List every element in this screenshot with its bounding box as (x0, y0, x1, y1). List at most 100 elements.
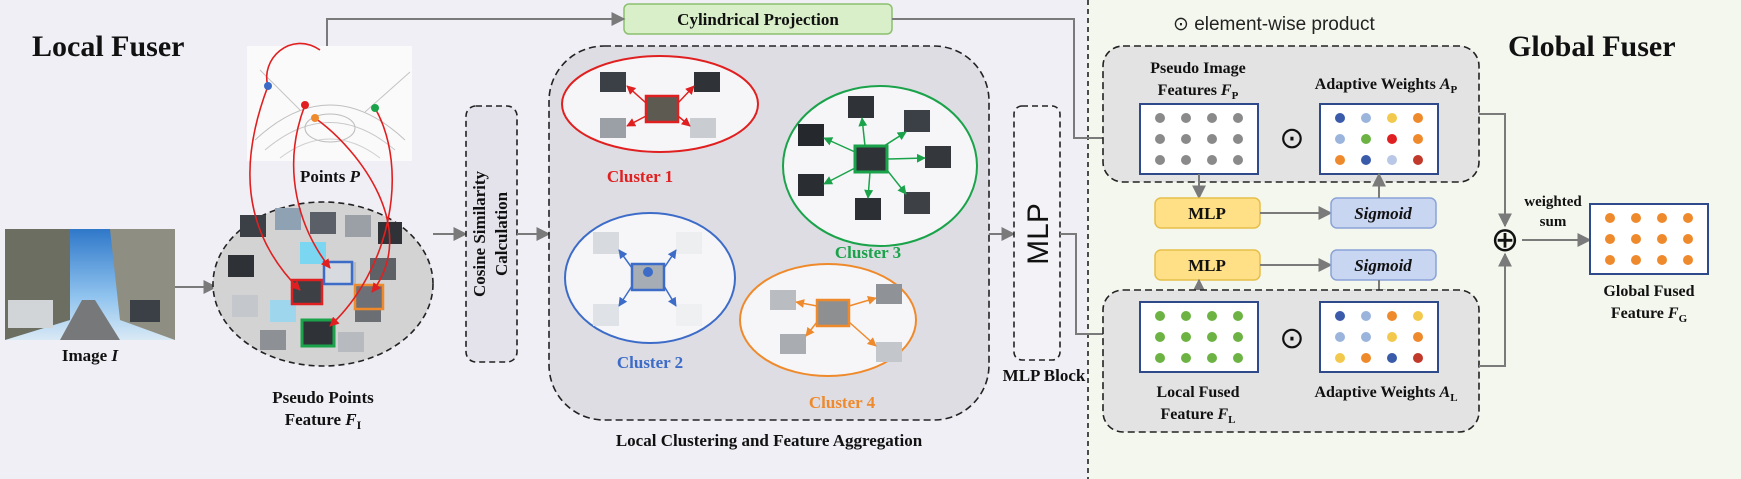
local-clustering-caption: Local Clustering and Feature Aggregation (616, 431, 923, 450)
odot-bottom-symbol: ⊙ (1279, 322, 1304, 355)
feature-dot (1387, 353, 1397, 363)
cluster-2-label: Cluster 2 (617, 353, 683, 372)
sigmoid-top-box (1330, 197, 1437, 229)
feature-dot (1361, 134, 1371, 144)
feature-dot (1155, 113, 1165, 123)
pseudo-image-features-line2: Features FP (1158, 82, 1239, 102)
feature-dot (1233, 353, 1243, 363)
pseudo-points-label-line1: Pseudo Points (272, 388, 374, 407)
cylindrical-projection-label: Cylindrical Projection (677, 10, 839, 29)
cosine-similarity-line1: Cosine Similarity (470, 170, 489, 297)
feature-dot (1605, 213, 1615, 223)
feature-dot (1683, 234, 1693, 244)
local-fuser-title: Local Fuser (32, 30, 184, 63)
adaptive-weights-bottom-grid (1335, 311, 1423, 363)
mlp-block-label: MLP Block (1003, 366, 1086, 385)
feature-dot (1335, 311, 1345, 321)
feature-dot (1233, 155, 1243, 165)
feature-dot (1361, 311, 1371, 321)
point-cloud-image (247, 46, 412, 161)
point-projection-curves (249, 42, 393, 327)
feature-dot (1413, 155, 1423, 165)
feature-dot (1155, 332, 1165, 342)
feature-dot (1207, 113, 1217, 123)
odot-top-symbol: ⊙ (1279, 122, 1304, 155)
weighted-sum-line1: weighted (1524, 194, 1582, 210)
pseudo-points-label-line2: Feature FI (285, 410, 362, 432)
feature-dot (1683, 213, 1693, 223)
feature-dot (1207, 353, 1217, 363)
image-label: Image I (62, 346, 120, 365)
local-fused-label-line2: Feature FL (1160, 406, 1235, 426)
feature-dot (1335, 332, 1345, 342)
top-to-sum-arrow (1479, 113, 1512, 228)
feature-dot (1335, 113, 1345, 123)
adaptive-weights-top-label: Adaptive Weights AP (1315, 76, 1458, 96)
feature-dot (1207, 332, 1217, 342)
feature-dot (1181, 113, 1191, 123)
feature-dot (1605, 234, 1615, 244)
feature-dot (1233, 113, 1243, 123)
input-image (5, 229, 175, 340)
local-fused-grid (1155, 311, 1243, 363)
mlp-top-label: MLP (1188, 204, 1226, 223)
feature-dot (1181, 353, 1191, 363)
feature-dot (1155, 134, 1165, 144)
feature-dot (1155, 155, 1165, 165)
feature-dot (1387, 332, 1397, 342)
feature-dot (1387, 113, 1397, 123)
feature-dot (1361, 353, 1371, 363)
feature-dot (1631, 255, 1641, 265)
adaptive-weights-bottom-label: Adaptive Weights AL (1314, 384, 1457, 404)
sigmoid-bottom-box (1330, 249, 1437, 281)
cosine-similarity-line2: Calculation (492, 191, 511, 276)
feature-dot (1361, 332, 1371, 342)
cluster-4-group (739, 263, 917, 377)
feature-dot (1605, 255, 1615, 265)
feature-dot (1413, 353, 1423, 363)
global-fused-label-line2: Feature FG (1611, 305, 1688, 325)
feature-dot (1207, 155, 1217, 165)
mlp-bottom-label: MLP (1188, 256, 1226, 275)
cluster-4-label: Cluster 4 (809, 393, 876, 412)
weighted-sum-line2: sum (1540, 214, 1567, 230)
feature-dot (1361, 113, 1371, 123)
feature-dot (1631, 234, 1641, 244)
feature-dot (1181, 311, 1191, 321)
feature-dot (1155, 311, 1165, 321)
feature-dot (1233, 311, 1243, 321)
global-fused-grid (1605, 213, 1693, 265)
projection-in-arrow (326, 12, 626, 46)
sigmoid-top-label: Sigmoid (1354, 204, 1412, 223)
bottom-to-sum-arrow (1479, 252, 1512, 367)
cluster-2-group (564, 212, 736, 344)
feature-dot (1657, 255, 1667, 265)
elementwise-product-legend: ⊙ element-wise product (1173, 14, 1376, 35)
points-label: Points P (300, 167, 361, 186)
feature-dot (1387, 311, 1397, 321)
feature-dot (1233, 332, 1243, 342)
feature-dot (1413, 311, 1423, 321)
global-fused-label-line1: Global Fused (1603, 283, 1694, 300)
pseudo-image-features-line1: Pseudo Image (1150, 60, 1246, 77)
mlp-block-big-label: MLP (1022, 203, 1055, 265)
feature-dot (1361, 155, 1371, 165)
feature-dot (1631, 213, 1641, 223)
feature-dot (1207, 134, 1217, 144)
feature-dot (1335, 353, 1345, 363)
cluster-1-group (561, 55, 759, 153)
feature-dot (1387, 155, 1397, 165)
local-fused-label-line1: Local Fused (1156, 384, 1239, 401)
feature-dot (1335, 155, 1345, 165)
feature-dot (1413, 332, 1423, 342)
feature-dot (1207, 311, 1217, 321)
sigmoid-bottom-label: Sigmoid (1354, 256, 1412, 275)
cluster-1-label: Cluster 1 (607, 167, 673, 186)
feature-dot (1683, 255, 1693, 265)
feature-dot (1181, 134, 1191, 144)
adaptive-weights-top-grid (1335, 113, 1423, 165)
feature-dot (1387, 134, 1397, 144)
feature-dot (1413, 134, 1423, 144)
